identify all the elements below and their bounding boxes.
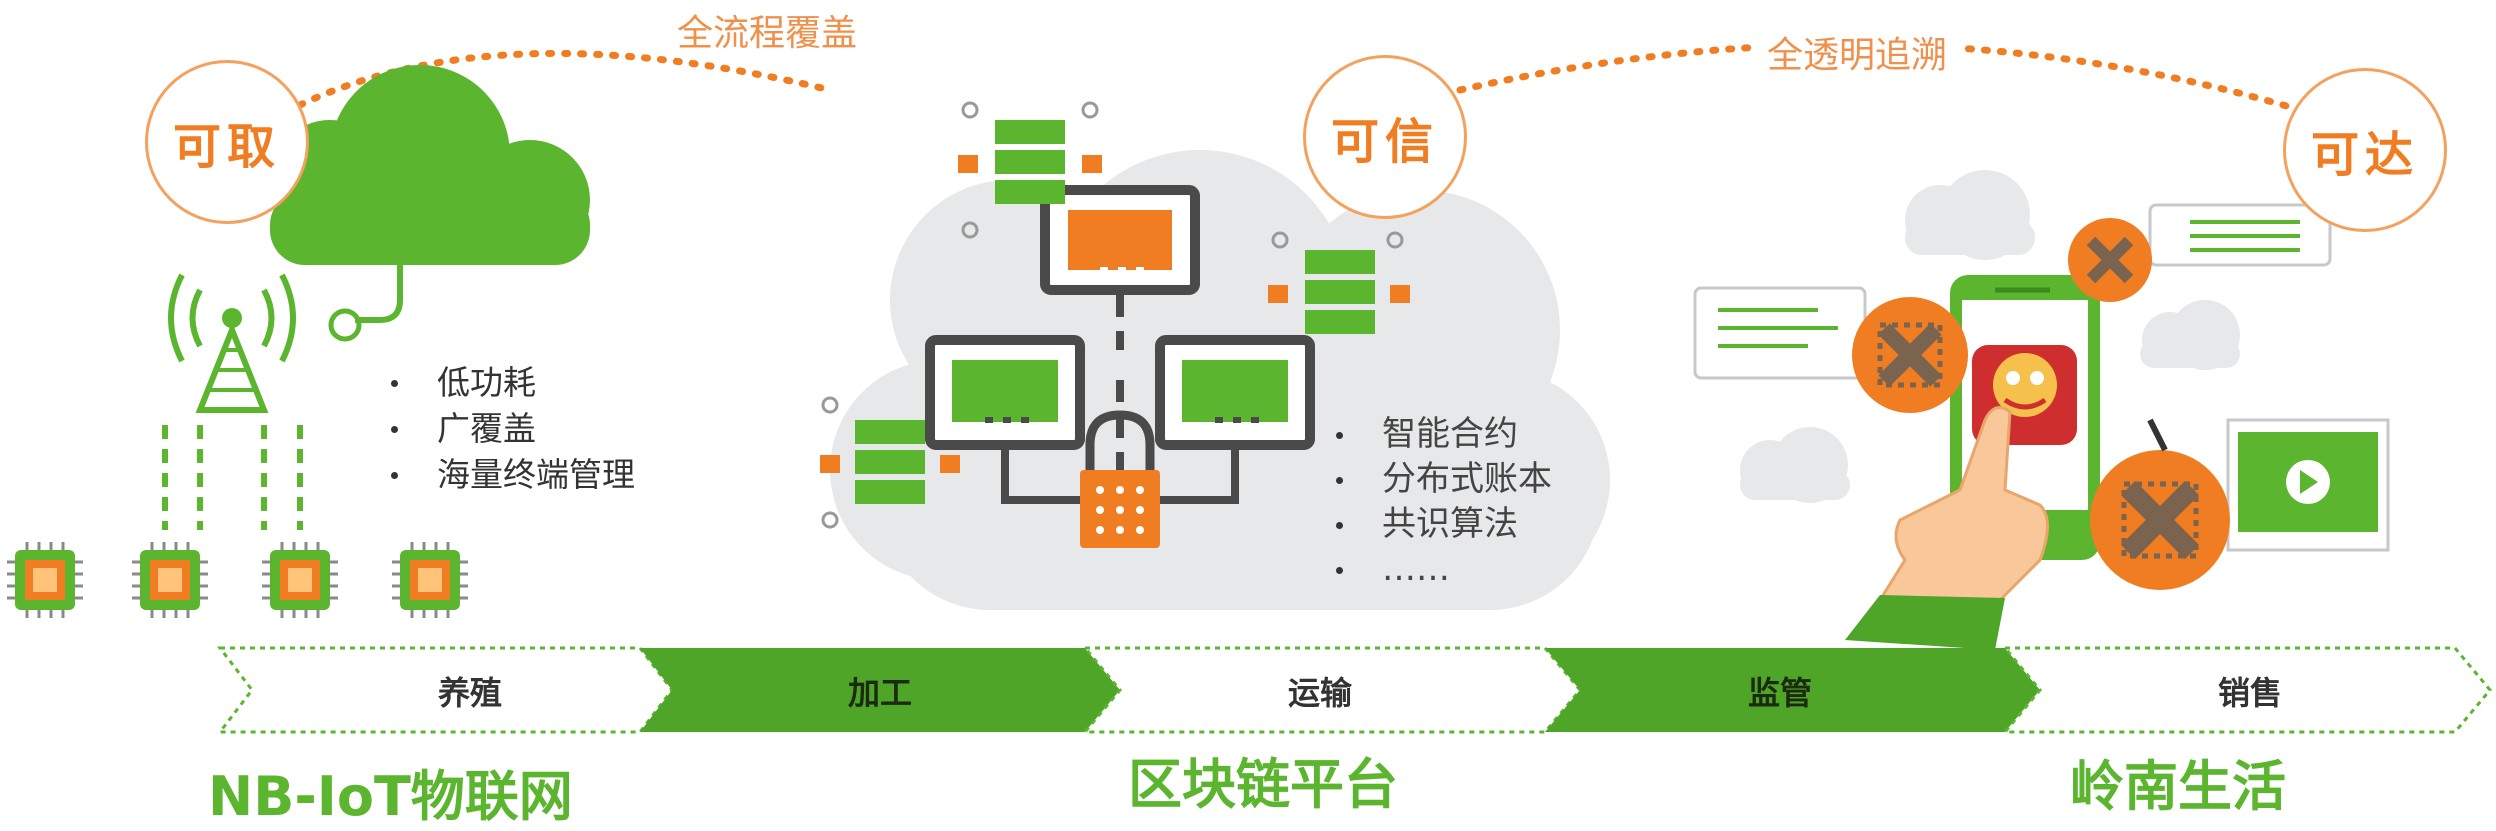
traceability-label: 全透明追溯 xyxy=(1755,26,1960,78)
link-line-sides xyxy=(1001,450,1239,504)
blockchain-feature-item: …… xyxy=(1330,547,1552,592)
antenna-icon xyxy=(168,273,296,413)
signal-lines xyxy=(162,425,303,530)
app-title: 岭南生活 xyxy=(2070,755,2286,818)
blockchain-feature-item: 分布式账本 xyxy=(1330,457,1552,502)
iot-feature-item: 低功耗 xyxy=(385,360,635,406)
step-sales: 销售 xyxy=(2217,674,2282,712)
server-stack-left-icon xyxy=(820,396,960,529)
badge-reach-text: 可达 xyxy=(2310,127,2419,183)
small-clouds xyxy=(1740,170,2240,503)
connector-node-icon xyxy=(328,308,362,342)
pointer-stick xyxy=(2147,418,2168,452)
step-breeding: 养殖 xyxy=(437,674,502,712)
badge-trust: 可信 xyxy=(1303,55,1467,219)
iot-title: NB-IoT物联网 xyxy=(208,765,573,828)
iot-feature-item: 广覆盖 xyxy=(385,406,635,452)
cloud-connector xyxy=(355,265,403,323)
hand-pointer-icon xyxy=(1845,406,2049,650)
emblem-icons xyxy=(1852,218,2230,590)
iot-feature-item: 海量终端管理 xyxy=(385,452,635,498)
blockchain-title: 区块链平台 xyxy=(1128,753,1398,816)
video-card-icon xyxy=(2226,418,2390,552)
chat-bubble-left-icon xyxy=(1693,286,1867,380)
step-supervision: 监管 xyxy=(1747,674,1812,712)
chain-arrows xyxy=(216,646,2492,734)
server-stack-top-icon xyxy=(958,101,1102,239)
badge-fetch-text: 可取 xyxy=(172,119,281,175)
iot-feature-list: 低功耗 广覆盖 海量终端管理 xyxy=(385,360,635,498)
badge-trust-text: 可信 xyxy=(1330,114,1439,170)
blockchain-feature-list: 智能合约 分布式账本 共识算法 …… xyxy=(1330,412,1552,592)
monitor-top-icon xyxy=(1040,185,1200,295)
arc-left xyxy=(296,49,834,109)
monitor-left-icon xyxy=(925,335,1085,450)
blockchain-feature-item: 智能合约 xyxy=(1330,412,1552,457)
badge-fetch: 可取 xyxy=(145,60,309,224)
chip-icons xyxy=(7,542,468,618)
monitor-right-icon xyxy=(1155,335,1315,450)
lock-icon xyxy=(1080,410,1160,548)
step-transport: 运输 xyxy=(1287,674,1352,712)
step-processing: 加工 xyxy=(847,674,912,712)
blockchain-feature-item: 共识算法 xyxy=(1330,502,1552,547)
full-coverage-label: 全流程覆盖 xyxy=(665,4,870,56)
chat-bubble-right-icon xyxy=(2148,203,2332,267)
server-stack-right-icon xyxy=(1268,231,1410,334)
badge-reach: 可达 xyxy=(2283,68,2447,232)
